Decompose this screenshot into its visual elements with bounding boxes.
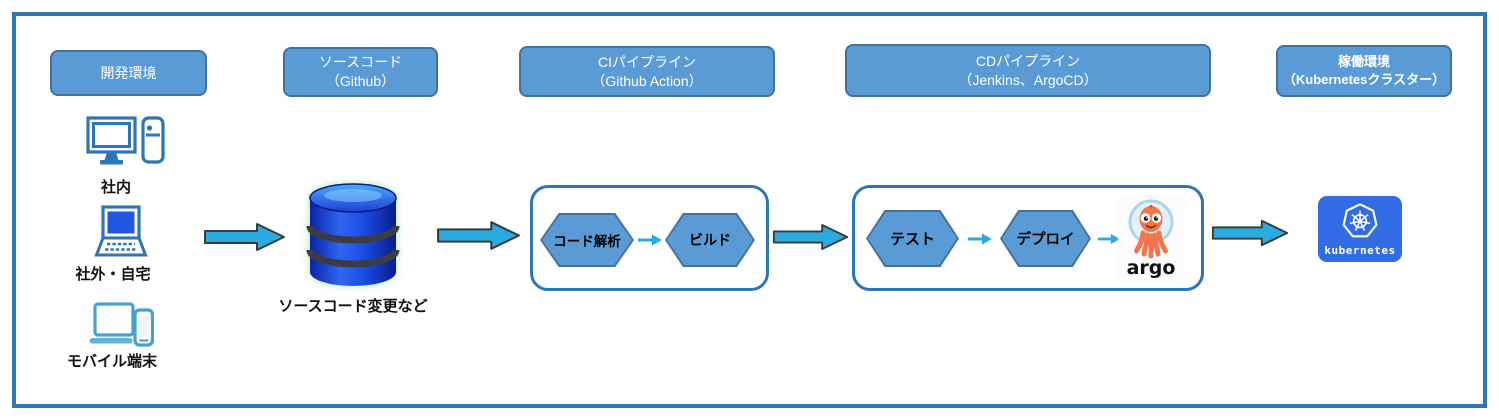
header-line: （Kubernetesクラスター） [1282, 72, 1446, 87]
cd-step-label: デプロイ [1016, 232, 1075, 248]
argo-logo: argo [1118, 195, 1184, 281]
kubernetes-helm-icon [1342, 203, 1378, 238]
hexagon-shape [1000, 210, 1091, 267]
header-ci-pipeline: CIパイプライン （Github Action） [519, 46, 775, 97]
header-line: 稼働環境 [1337, 53, 1390, 69]
header-prod-env: 稼働環境 （Kubernetesクラスター） [1276, 45, 1452, 97]
header-line: （Github） [325, 73, 396, 89]
database-label: ソースコード変更など [278, 298, 428, 315]
header-line: （Github Action） [591, 72, 703, 89]
hexagon-shape [665, 213, 755, 267]
mobile-devices-icon [89, 302, 154, 347]
device-label-remote: 社外・自宅 [75, 266, 151, 283]
desktop-pc-icon [86, 116, 165, 165]
header-line: CDパイプライン [975, 52, 1081, 69]
step-arrow-icon [1097, 233, 1121, 245]
header-source-code: ソースコード （Github） [283, 47, 438, 97]
cd-step-test: テスト [866, 210, 959, 267]
flow-arrow-cd-to-k8s-icon [1211, 219, 1289, 247]
header-line: ソースコード [318, 54, 403, 71]
flow-arrow-source-to-ci-icon [437, 221, 520, 250]
device-label-mobile: モバイル端末 [66, 353, 157, 370]
device-label-office: 社内 [100, 179, 131, 196]
header-line: 開発環境 [100, 64, 157, 81]
ci-pipeline-box: コード解析 ビルド [530, 185, 769, 291]
flow-arrow-devices-to-source-icon [204, 223, 285, 251]
header-dev-env: 開発環境 [50, 50, 207, 96]
header-line: （Jenkins、ArgoCD） [958, 71, 1098, 88]
hexagon-shape [866, 210, 959, 267]
cd-step-label: テスト [889, 231, 935, 248]
flow-arrow-ci-to-cd-icon [772, 224, 849, 250]
argo-wordmark: argo [1127, 257, 1176, 279]
ci-step-build: ビルド [665, 213, 755, 267]
ci-step-label: コード解析 [553, 234, 621, 249]
ci-step-label: ビルド [689, 232, 731, 248]
kubernetes-logo: kubernetes [1318, 196, 1402, 262]
step-arrow-icon [638, 234, 662, 246]
ci-step-code-analysis: コード解析 [540, 213, 634, 267]
header-line: CIパイプライン [598, 53, 696, 70]
kubernetes-wordmark: kubernetes [1324, 244, 1396, 257]
cd-pipeline-box: テスト デプロイ [852, 185, 1204, 291]
laptop-icon [94, 205, 148, 257]
cd-step-deploy: デプロイ [1000, 210, 1091, 267]
step-arrow-icon [968, 233, 992, 245]
database-icon [306, 183, 400, 286]
argo-octopus-icon: argo [1118, 195, 1184, 281]
header-cd-pipeline: CDパイプライン （Jenkins、ArgoCD） [845, 44, 1211, 97]
hexagon-shape [540, 213, 634, 267]
